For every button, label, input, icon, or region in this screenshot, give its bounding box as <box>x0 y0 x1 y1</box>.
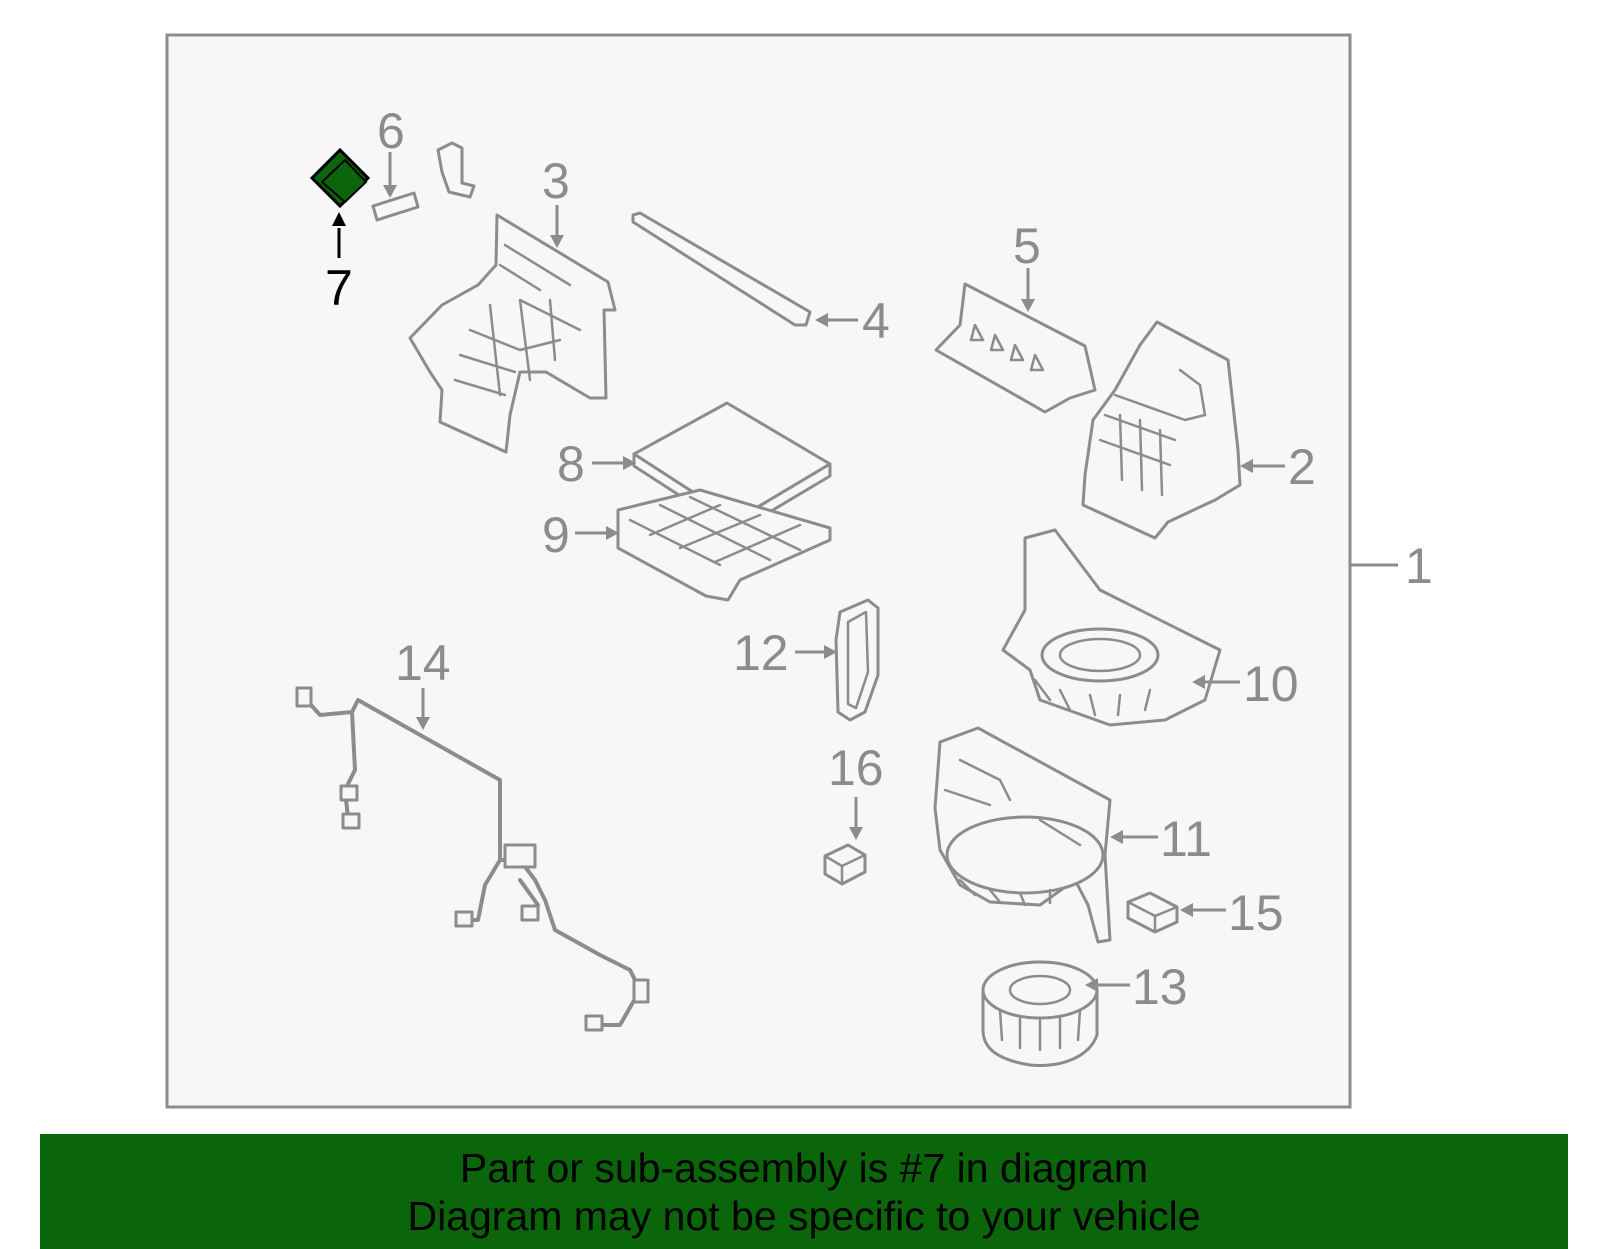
part-4[interactable] <box>631 211 812 327</box>
callout-13: 13 <box>1132 959 1188 1015</box>
part-11[interactable] <box>933 726 1112 944</box>
callout-16: 16 <box>828 740 884 796</box>
callout-14: 14 <box>395 635 451 691</box>
leader-12-arrow <box>824 645 837 659</box>
part-2[interactable] <box>1081 320 1242 540</box>
part-10[interactable] <box>1001 528 1222 727</box>
leader-4-arrow <box>815 313 828 327</box>
part-6[interactable] <box>371 141 476 222</box>
callout-11: 11 <box>1160 811 1212 867</box>
leader-10-arrow <box>1192 675 1205 689</box>
callout-2: 2 <box>1288 439 1316 495</box>
part-12[interactable] <box>834 598 880 722</box>
leader-15-arrow <box>1180 903 1193 917</box>
leader-16-arrow <box>849 827 863 840</box>
callout-10: 10 <box>1243 656 1299 712</box>
banner-line-1: Part or sub-assembly is #7 in diagram <box>459 1144 1149 1191</box>
leader-14-arrow <box>416 717 430 730</box>
info-banner: Part or sub-assembly is #7 in diagram Di… <box>40 1134 1568 1249</box>
banner-line-2: Diagram may not be specific to your vehi… <box>407 1192 1201 1239</box>
leader-9-arrow <box>606 526 619 540</box>
callout-15: 15 <box>1228 885 1284 941</box>
callout-6: 6 <box>377 103 405 159</box>
leader-8-arrow <box>623 456 636 470</box>
callout-3: 3 <box>542 153 570 209</box>
part-7-highlighted[interactable] <box>309 147 371 258</box>
callout-7: 7 <box>325 260 353 316</box>
leader-13-arrow <box>1085 978 1098 992</box>
leader-5-arrow <box>1021 299 1035 312</box>
callout-8: 8 <box>557 436 585 492</box>
part-13[interactable] <box>981 960 1099 1067</box>
part-9[interactable] <box>616 488 832 602</box>
leader-6-arrow <box>383 185 397 198</box>
leader-3-arrow <box>550 235 564 248</box>
leader-11-arrow <box>1110 830 1123 844</box>
part-15[interactable] <box>1126 891 1179 934</box>
part-16[interactable] <box>823 843 867 886</box>
callout-9: 9 <box>542 507 570 563</box>
part-3[interactable] <box>408 213 617 454</box>
part-14[interactable] <box>295 686 650 1032</box>
part-5[interactable] <box>934 282 1097 414</box>
callout-12: 12 <box>733 625 789 681</box>
leader-2-arrow <box>1240 459 1253 473</box>
callout-1: 1 <box>1405 538 1433 594</box>
callout-4: 4 <box>862 293 890 349</box>
callout-5: 5 <box>1013 218 1041 274</box>
